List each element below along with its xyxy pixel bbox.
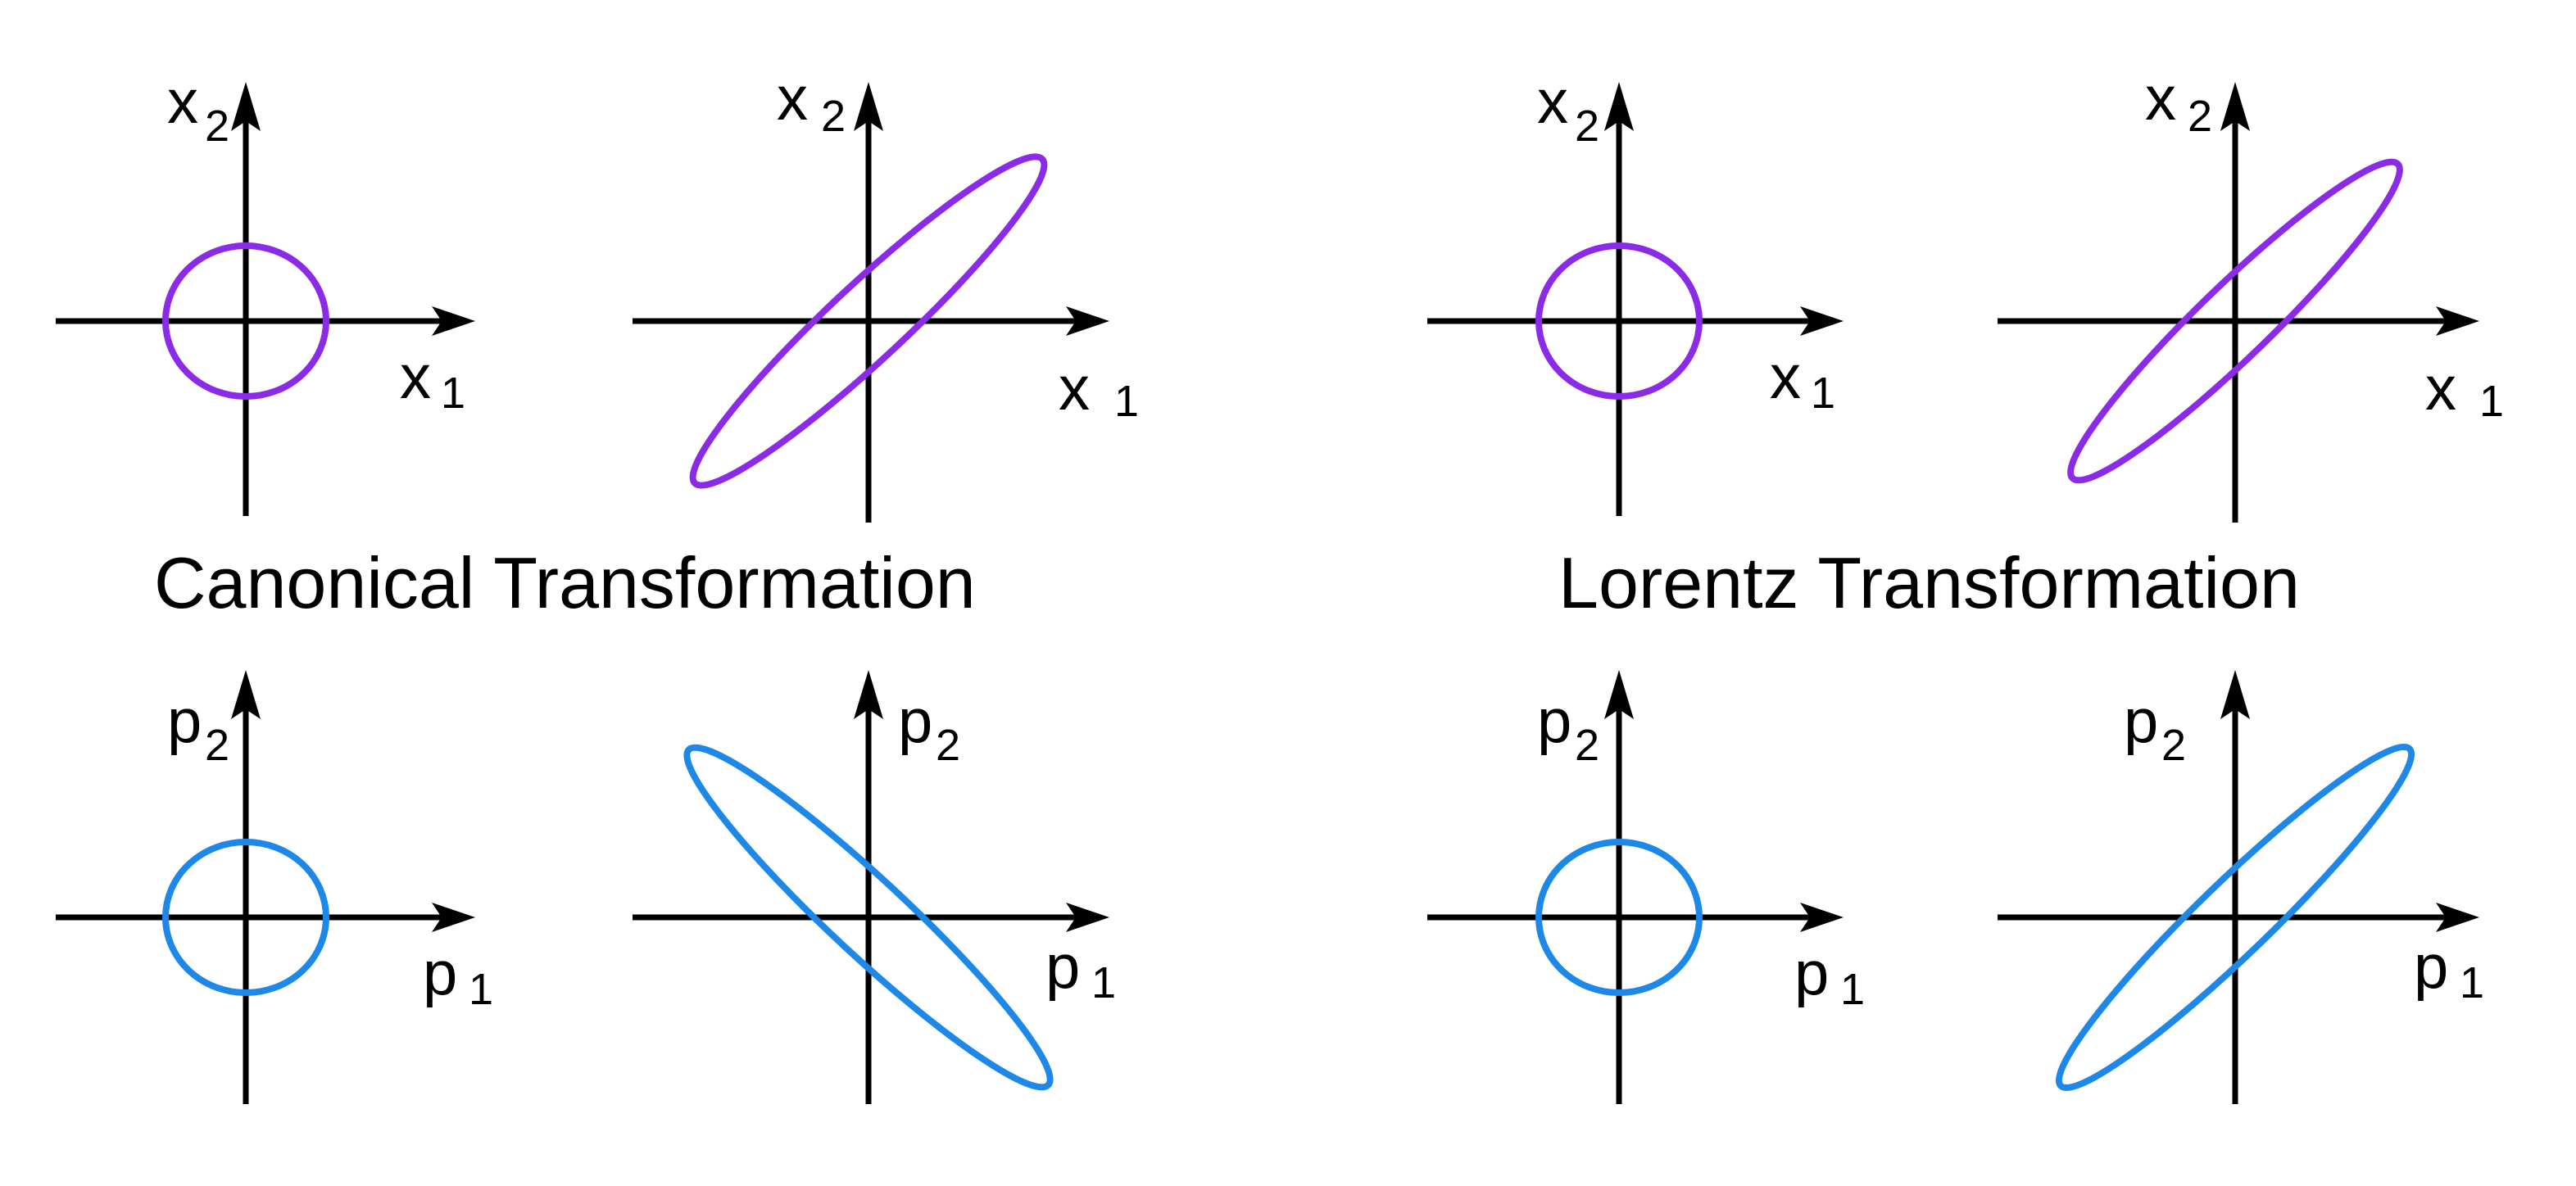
panel-canonical-p-transformed: p 1 p 2 xyxy=(633,670,1116,1104)
position-circle xyxy=(1535,242,1703,400)
x-axis-label: p xyxy=(1045,932,1080,1002)
y-axis-arrow xyxy=(1604,670,1634,719)
canonical-title: Canonical Transformation xyxy=(154,542,976,623)
x-axis-subscript: 1 xyxy=(1091,958,1116,1007)
x-axis-label: p xyxy=(2414,932,2448,1002)
y-axis-arrow xyxy=(854,670,883,719)
x-axis-arrow xyxy=(432,306,475,336)
x-axis-arrow xyxy=(1800,903,1844,932)
panel-lorentz-p-original: p 1 p 2 xyxy=(1427,670,1865,1104)
position-circle xyxy=(162,242,329,400)
panel-canonical-x-original: x 1 x 2 xyxy=(56,67,475,516)
x-axis-label: p xyxy=(423,939,457,1008)
panel-lorentz-p-transformed: p 1 p 2 xyxy=(1998,670,2484,1104)
y-axis-label: p xyxy=(1537,686,1571,756)
panel-lorentz-x-original: x 1 x 2 xyxy=(1427,67,1844,516)
x-axis-subscript: 1 xyxy=(2460,958,2484,1007)
lorentz-title: Lorentz Transformation xyxy=(1558,542,2300,623)
y-axis-subscript: 2 xyxy=(821,92,846,141)
y-axis-label: p xyxy=(898,686,932,756)
x-axis-subscript: 1 xyxy=(441,369,465,418)
y-axis-label: x xyxy=(2145,64,2176,134)
y-axis-arrow xyxy=(231,82,261,131)
x-axis-arrow xyxy=(2436,903,2479,932)
x-axis-arrow xyxy=(1066,903,1109,932)
y-axis-arrow xyxy=(2220,82,2250,131)
y-axis-subscript: 2 xyxy=(205,721,229,770)
y-axis-arrow xyxy=(1604,82,1634,131)
y-axis-subscript: 2 xyxy=(205,102,229,151)
y-axis-label: x xyxy=(167,67,198,137)
momentum-ellipse xyxy=(2055,743,2415,1092)
x-axis-subscript: 1 xyxy=(1114,377,1139,426)
momentum-ellipse xyxy=(683,744,1054,1091)
position-ellipse xyxy=(689,153,1048,489)
panel-canonical-p-original: p 1 p 2 xyxy=(56,670,493,1104)
y-axis-label: p xyxy=(167,686,202,756)
x-axis-label: x xyxy=(2425,354,2456,423)
panel-canonical-x-transformed: x 1 x 2 xyxy=(633,64,1139,523)
y-axis-label: p xyxy=(2124,686,2158,756)
x-axis-label: x xyxy=(1770,342,1801,412)
x-axis-arrow xyxy=(1066,306,1109,336)
x-axis-subscript: 1 xyxy=(1811,369,1835,418)
x-axis-arrow xyxy=(2436,306,2479,336)
y-axis-label: x xyxy=(777,64,808,134)
x-axis-subscript: 1 xyxy=(1840,965,1865,1014)
y-axis-subscript: 2 xyxy=(2188,92,2212,141)
momentum-circle xyxy=(162,839,329,996)
y-axis-subscript: 2 xyxy=(2161,721,2186,770)
x-axis-label: x xyxy=(1059,354,1090,423)
y-axis-subscript: 2 xyxy=(936,721,960,770)
momentum-circle xyxy=(1535,839,1703,996)
y-axis-subscript: 2 xyxy=(1575,721,1599,770)
y-axis-subscript: 2 xyxy=(1575,102,1599,151)
panel-lorentz-x-transformed: x 1 x 2 xyxy=(1998,64,2504,523)
y-axis-arrow xyxy=(854,82,883,131)
x-axis-arrow xyxy=(1800,306,1844,336)
y-axis-label: x xyxy=(1537,67,1568,137)
position-ellipse xyxy=(2067,158,2403,484)
x-axis-arrow xyxy=(432,903,475,932)
y-axis-arrow xyxy=(2220,670,2250,719)
x-axis-label: p xyxy=(1794,939,1829,1008)
x-axis-subscript: 1 xyxy=(2479,377,2504,426)
x-axis-subscript: 1 xyxy=(469,965,493,1014)
x-axis-label: x xyxy=(400,342,431,412)
y-axis-arrow xyxy=(231,670,261,719)
